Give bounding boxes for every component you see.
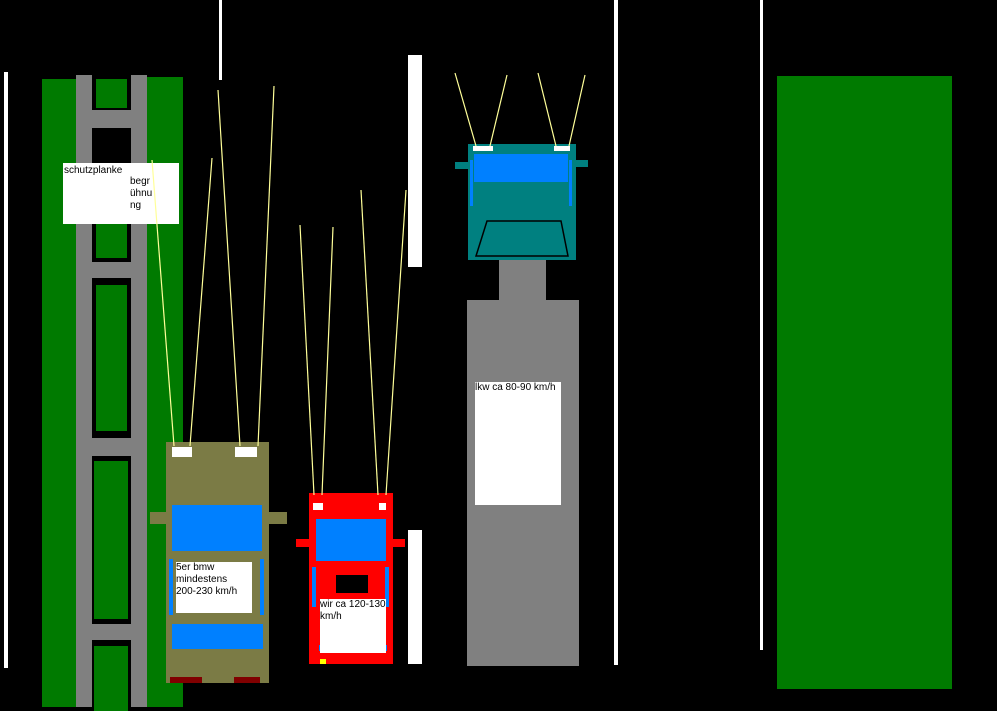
own-car-headlight-right — [379, 503, 386, 510]
bmw-mirror-right — [269, 512, 287, 524]
verge-label: begr ühnu ng — [130, 176, 153, 211]
guardrail-panel — [96, 79, 127, 108]
own-car-beam — [385, 189, 407, 496]
guardrail-post-left — [76, 75, 92, 707]
bmw-beam — [217, 89, 241, 447]
truck-coupling — [499, 260, 546, 300]
own-car-mirror-right — [393, 539, 405, 547]
bmw-side-window-right — [260, 559, 264, 615]
bmw-taillight-right — [234, 677, 260, 683]
truck-mirror-right — [576, 160, 588, 167]
truck-windshield — [474, 154, 568, 182]
truck-mirror-left — [455, 162, 468, 169]
bmw-taillight-left — [170, 677, 202, 683]
own-car-headlight-left — [313, 503, 323, 510]
truck-beam — [489, 74, 508, 147]
truck-beam — [454, 72, 477, 147]
guardrail-rung — [76, 262, 147, 278]
guardrail-label-box: schutzplanke begr ühnu ng — [63, 163, 179, 224]
guardrail-panel — [96, 224, 127, 258]
guardrail-label: schutzplanke — [64, 165, 123, 176]
guardrail-panel — [96, 285, 127, 431]
road-edge-line-left — [4, 72, 8, 668]
bmw-beam — [257, 85, 275, 447]
bmw-headlight-right — [235, 447, 257, 457]
truck-side-window-left — [470, 160, 473, 206]
guardrail-rung — [76, 624, 147, 640]
bmw-rear-window — [172, 624, 263, 649]
lane-line-top-left — [219, 0, 222, 80]
lane-line-center — [614, 0, 618, 665]
road-edge-line-right — [760, 0, 763, 650]
bmw-beam — [189, 157, 213, 447]
guardrail-post-right — [131, 75, 147, 707]
truck-headlight-left — [473, 146, 493, 151]
own-car-mirror-left — [296, 539, 309, 547]
truck-beam — [537, 72, 557, 147]
truck-headlight-right — [554, 146, 570, 151]
own-car-taillight — [320, 659, 326, 664]
truck-label: lkw ca 80-90 km/h — [475, 382, 561, 505]
right-grass-verge — [777, 76, 952, 689]
truck-cab — [455, 144, 588, 260]
own-car-beam — [321, 226, 334, 496]
truck-beam — [568, 74, 586, 147]
lane-dash-lower — [408, 530, 422, 664]
own-car-side-window-left — [312, 567, 316, 607]
bmw-windshield — [172, 505, 262, 551]
guardrail-panel — [94, 646, 128, 711]
bmw-mirror-left — [150, 512, 166, 524]
bmw-label: 5er bmw mindestens 200-230 km/h — [176, 562, 252, 613]
own-car-label: wir ca 120-130 km/h — [320, 599, 386, 653]
own-car-windshield — [316, 519, 386, 561]
truck-side-window-right — [569, 160, 572, 206]
guardrail-rung — [76, 110, 147, 128]
own-car-side-window-right — [385, 567, 389, 607]
lane-dash-upper — [408, 55, 422, 267]
own-car-beam — [299, 224, 315, 496]
bmw-side-window-left — [169, 559, 173, 615]
bmw-beam — [151, 159, 175, 447]
guardrail-panel — [94, 461, 128, 619]
own-car-roof — [336, 575, 368, 593]
own-car-beam — [360, 189, 379, 496]
bmw-headlight-left — [172, 447, 192, 457]
guardrail-rung — [76, 438, 147, 456]
